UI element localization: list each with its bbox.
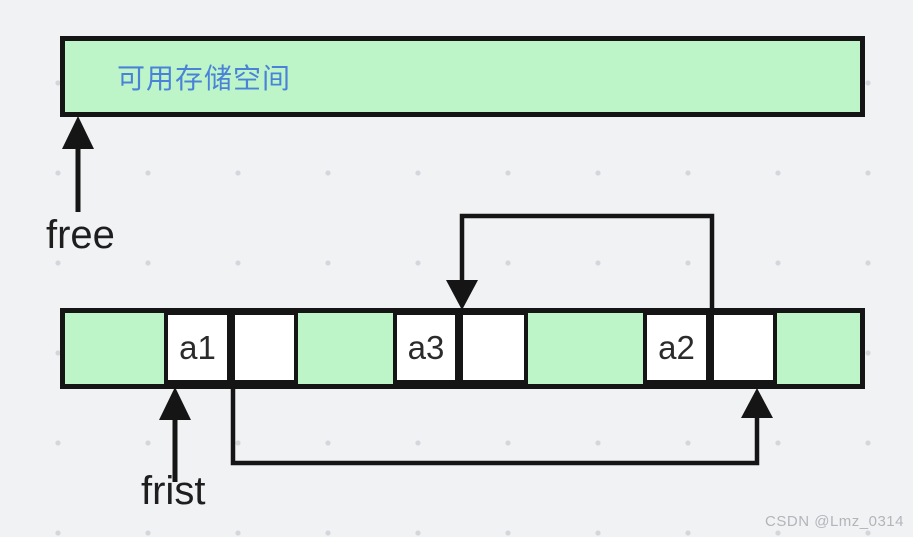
watermark-text: CSDN @Lmz_0314 (765, 513, 904, 530)
node-a3-pointer-cell (459, 311, 528, 384)
node-a1-pointer-cell (231, 311, 298, 384)
node-a2-data-cell: a2 (643, 311, 710, 384)
free-pointer-label: free (46, 213, 115, 257)
node-a1-data-cell: a1 (164, 311, 231, 384)
free-arrow (62, 116, 94, 212)
free-space-bar: 可用存储空间 (60, 36, 865, 117)
free-space-label: 可用存储空间 (117, 62, 292, 94)
node-a3-data-cell: a3 (393, 311, 459, 384)
frist-arrow (159, 387, 191, 482)
a1-to-a2-arrow (230, 384, 773, 466)
node-a2-pointer-cell (710, 311, 777, 384)
first-pointer-label: frist (141, 469, 206, 513)
a2-to-a3-arrow (446, 213, 715, 312)
